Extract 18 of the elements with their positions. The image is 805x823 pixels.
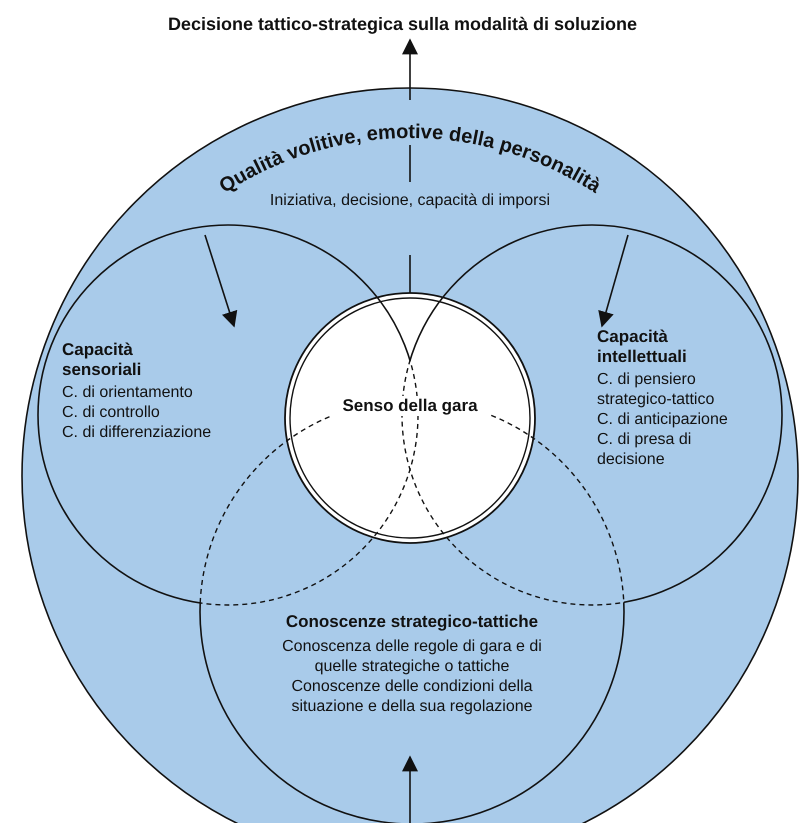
arrow <box>204 234 238 328</box>
ability-item: C. di differenziazione <box>62 423 212 443</box>
ability-item: C. di anticipazione <box>597 410 729 430</box>
ability-item: C. di orientamento <box>62 383 194 403</box>
arrow <box>402 38 418 293</box>
ability-item: C. di pensiero strategico-tattico <box>597 370 716 410</box>
knowledge-text: Conoscenza delle regole di gara e di quelle strategiche o tattiche <box>281 637 543 677</box>
ability-item: C. di presa di decisione <box>597 430 692 470</box>
ability-item: C. di controllo <box>62 403 161 423</box>
arrow <box>402 755 418 823</box>
circle-heading: Capacità sensoriali <box>62 340 142 380</box>
center-label: Senso della gara <box>330 396 490 416</box>
traits-text: Iniziativa, decisione, capacità di imporsi <box>268 192 550 211</box>
arrow <box>598 234 629 328</box>
outcome-heading: Decisione tattico-strategica sulla modalità di soluzione <box>150 10 655 38</box>
circle-heading: Capacità intellettuali <box>597 327 688 367</box>
knowledge-text: Conoscenze delle condizioni della situazione e della sua regolazione <box>290 677 534 717</box>
circle-heading: Conoscenze strategico-tattiche <box>284 612 540 632</box>
